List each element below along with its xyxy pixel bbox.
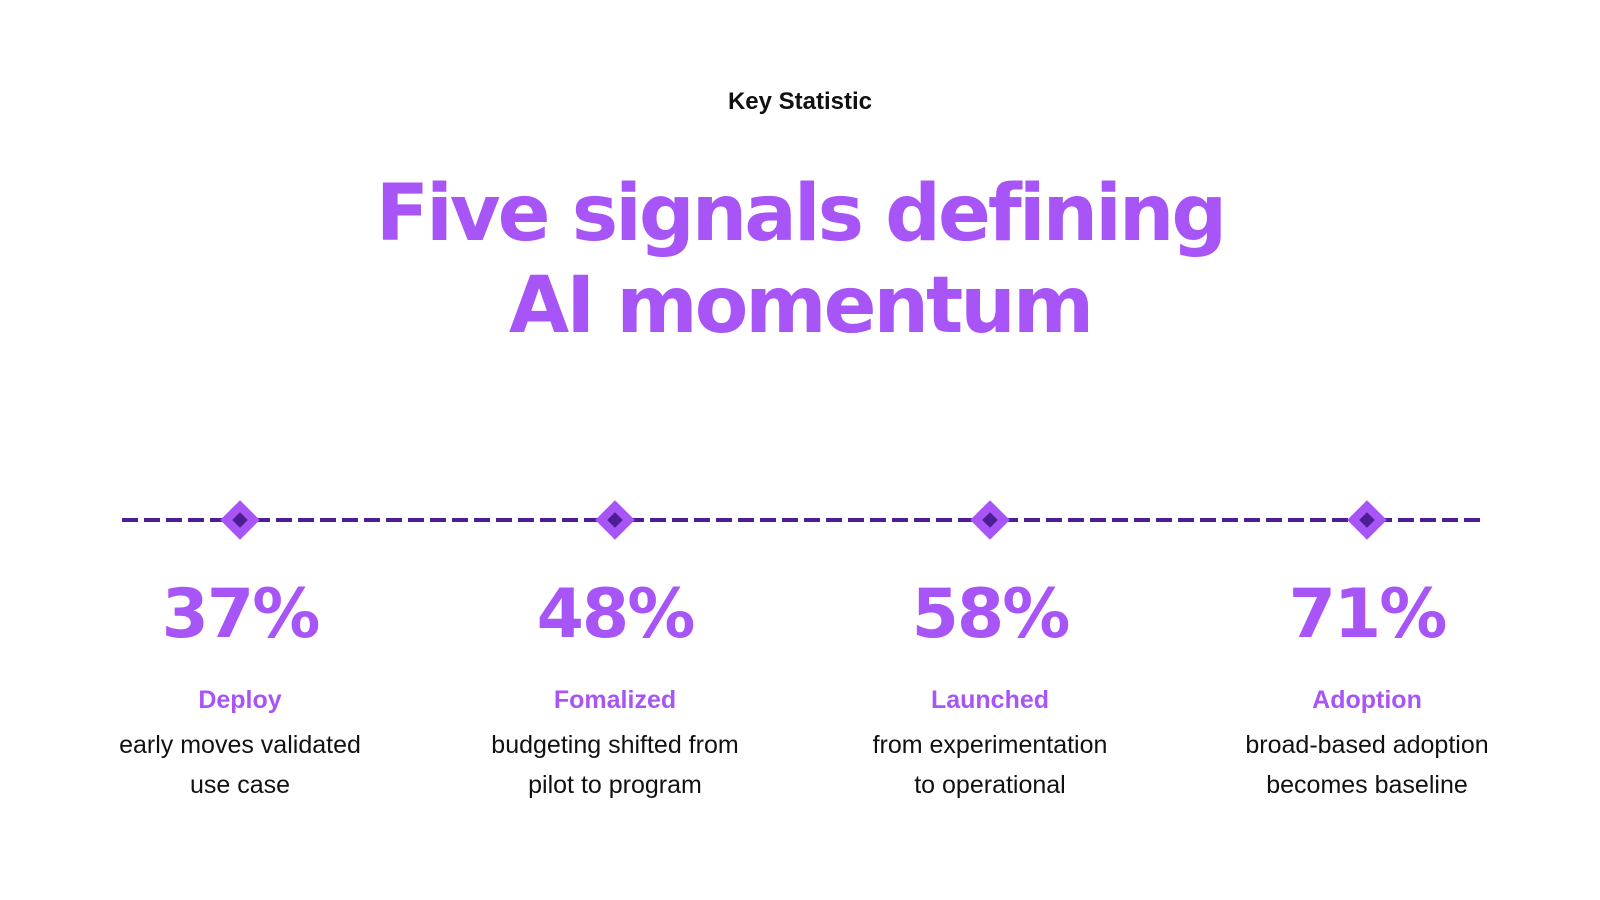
timeline-marker-2 (595, 500, 635, 540)
stat-description-line-2: to operational (914, 771, 1066, 799)
stat-title: Adoption (1312, 686, 1422, 714)
stat-card-1: 37% Deploy early moves validated use cas… (60, 575, 420, 805)
timeline-marker-3 (970, 500, 1010, 540)
stat-card-4: 71% Adoption broad-based adoption become… (1187, 575, 1547, 805)
stat-title: Launched (930, 686, 1050, 714)
stat-value: 71% (1288, 575, 1448, 654)
eyebrow-label: Key Statistic (727, 88, 873, 115)
stat-description: budgeting shifted from pilot to program (470, 725, 760, 805)
stat-description-line-1: early moves validated (119, 731, 361, 759)
stat-value: 58% (911, 575, 1071, 654)
title-line-1: Five signals defining (375, 169, 1227, 259)
stat-title: Deploy (198, 686, 282, 714)
stat-description-line-1: broad-based adoption (1245, 731, 1489, 759)
stat-description-line-2: becomes baseline (1266, 771, 1468, 799)
stat-card-2: 48% Fomalized budgeting shifted from pil… (435, 575, 795, 805)
stat-value: 37% (161, 575, 321, 654)
title-line-2: AI momentum (508, 261, 1094, 351)
stat-description-line-1: from experimentation (872, 731, 1108, 759)
stat-description: early moves validated use case (95, 725, 385, 805)
timeline-marker-1 (220, 500, 260, 540)
timeline (122, 500, 1480, 540)
stat-description-line-1: budgeting shifted from (491, 731, 739, 759)
stat-description-line-2: pilot to program (528, 771, 702, 799)
stat-card-3: 58% Launched from experimentation to ope… (810, 575, 1170, 805)
stat-description: broad-based adoption becomes baseline (1222, 725, 1512, 805)
stat-description-line-2: use case (189, 771, 291, 799)
stat-value: 48% (536, 575, 696, 654)
stat-title: Fomalized (553, 686, 677, 714)
timeline-marker-4 (1347, 500, 1387, 540)
page-title: Five signals defining AI momentum (200, 168, 1400, 352)
stat-description: from experimentation to operational (845, 725, 1135, 805)
